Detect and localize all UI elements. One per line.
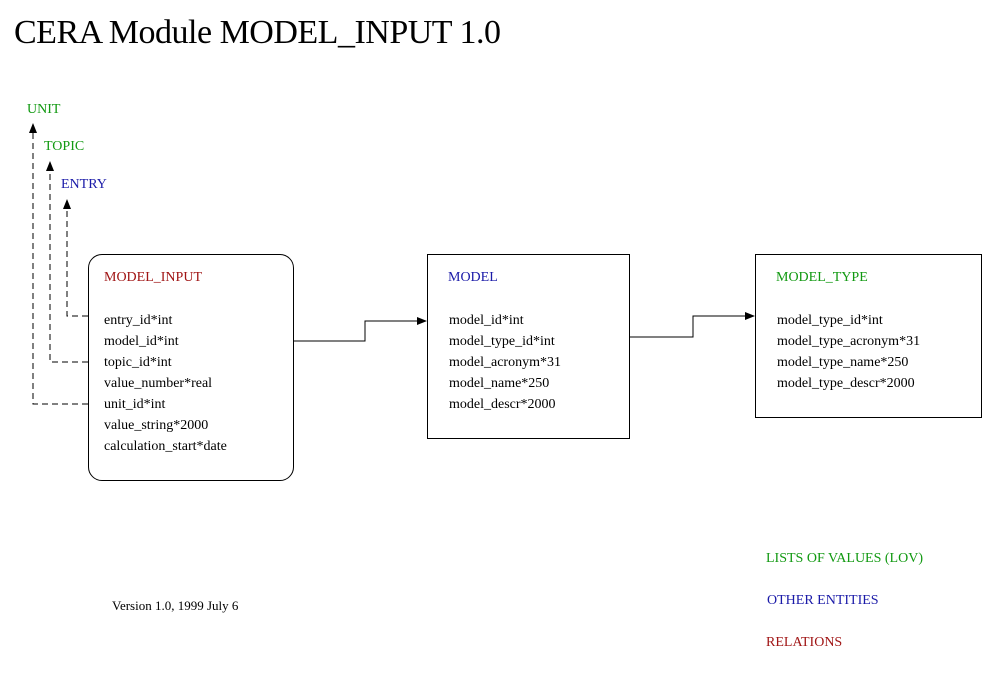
legend-lov: LISTS OF VALUES (LOV) — [766, 551, 923, 566]
legend-other-entities: OTHER ENTITIES — [767, 593, 879, 608]
field: model_descr*2000 — [449, 397, 556, 412]
field: model_name*250 — [449, 376, 550, 391]
entity-model-type[interactable]: MODEL_TYPE model_type_id*int model_type_… — [755, 254, 982, 418]
legend-relations: RELATIONS — [766, 635, 843, 650]
field: model_type_acronym*31 — [777, 334, 921, 349]
entity-name: MODEL_INPUT — [104, 270, 202, 285]
field: model_type_id*int — [777, 313, 883, 328]
ref-unit[interactable]: UNIT — [27, 102, 61, 117]
field: entry_id*int — [104, 313, 173, 328]
model-to-model-type-line — [630, 312, 755, 338]
topic-reference-line — [46, 161, 88, 363]
ref-entry[interactable]: ENTRY — [61, 177, 107, 192]
unit-reference-line — [29, 123, 88, 405]
field: topic_id*int — [104, 355, 172, 370]
version-note: Version 1.0, 1999 July 6 — [112, 598, 239, 613]
field-list: model_type_id*int model_type_acronym*31 … — [777, 310, 920, 394]
field: model_type_name*250 — [777, 355, 909, 370]
entry-reference-line — [63, 199, 88, 317]
entity-model[interactable]: MODEL model_id*int model_type_id*int mod… — [427, 254, 630, 439]
field: calculation_start*date — [104, 439, 227, 454]
field: value_string*2000 — [104, 418, 209, 433]
field: model_id*int — [104, 334, 179, 349]
field: model_id*int — [449, 313, 524, 328]
model-input-to-model-line — [294, 317, 427, 342]
entity-name: MODEL_TYPE — [776, 270, 868, 285]
field: unit_id*int — [104, 397, 166, 412]
entity-name: MODEL — [448, 270, 498, 285]
field: value_number*real — [104, 376, 213, 391]
field: model_acronym*31 — [449, 355, 561, 370]
field-list: model_id*int model_type_id*int model_acr… — [449, 310, 561, 415]
field: model_type_descr*2000 — [777, 376, 915, 391]
entity-model-input[interactable]: MODEL_INPUT entry_id*int model_id*int to… — [88, 254, 294, 481]
page-title: CERA Module MODEL_INPUT 1.0 — [14, 14, 501, 51]
ref-topic[interactable]: TOPIC — [44, 139, 85, 154]
field-list: entry_id*int model_id*int topic_id*int v… — [104, 310, 227, 457]
field: model_type_id*int — [449, 334, 555, 349]
